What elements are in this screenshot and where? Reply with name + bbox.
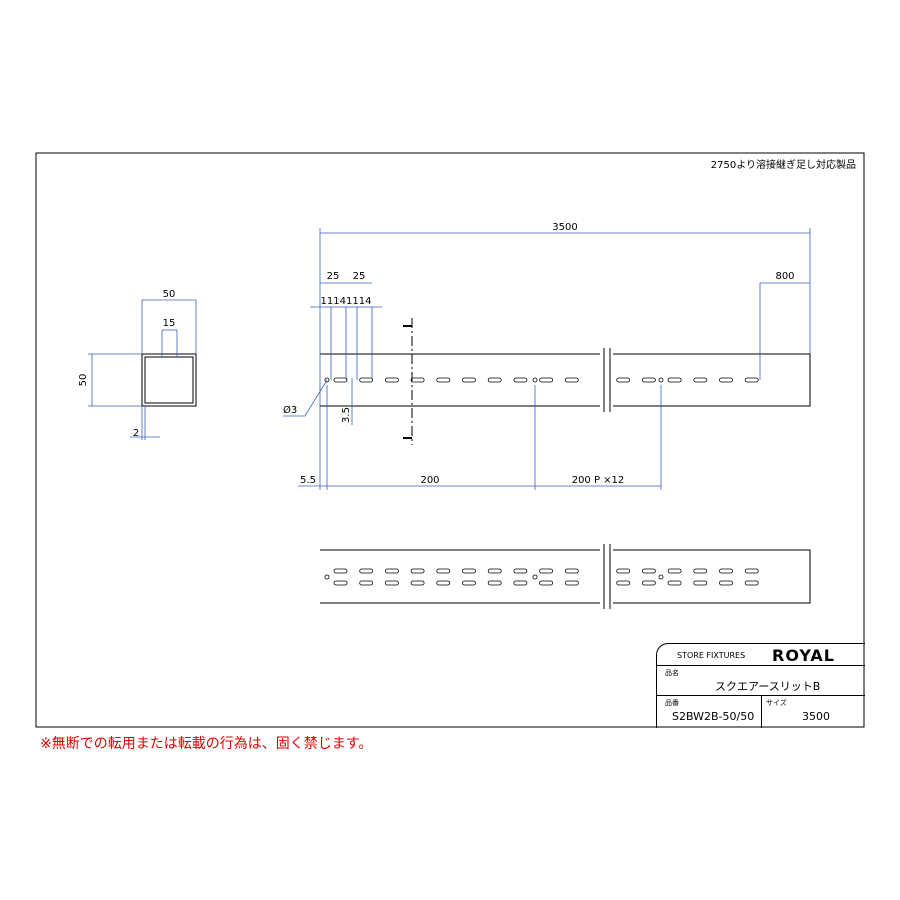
hole — [532, 574, 538, 580]
front-view: 3500 800 25 25 11141114 Ø3 3.5 5.5 200 2… — [283, 222, 811, 490]
end-length-dim: 800 — [775, 271, 794, 282]
drawing-frame — [35, 152, 865, 728]
hole — [532, 377, 538, 383]
name-label: 品名 — [665, 669, 679, 677]
section-height-dim: 50 — [78, 374, 89, 387]
slot — [667, 580, 682, 586]
slot — [667, 377, 682, 383]
slot — [513, 568, 528, 574]
slot — [359, 580, 374, 586]
slot — [384, 377, 399, 383]
slot — [642, 377, 656, 383]
pitch-dim-1: 25 — [327, 271, 340, 282]
slot — [487, 377, 502, 383]
slot — [487, 580, 502, 586]
product-name: スクエアースリットB — [715, 680, 821, 693]
hole-pitch-dim: 200 P ×12 — [572, 475, 625, 486]
slot — [410, 580, 425, 586]
hole — [324, 377, 330, 383]
thickness-dim: 2 — [133, 428, 139, 439]
cross-section: 50 15 50 2 — [78, 289, 197, 440]
copyright-notice: ※無断での転用または転載の行為は、固く禁じます。 — [40, 736, 373, 752]
pitch-dim-2: 25 — [353, 271, 366, 282]
overall-length-dim: 3500 — [552, 222, 577, 233]
slot — [642, 568, 656, 574]
slot — [642, 580, 656, 586]
top-note: 2750より溶接継ぎ足し対応製品 — [711, 158, 856, 171]
slot — [513, 377, 528, 383]
brand-logo: ROYAL — [772, 646, 835, 665]
slot — [513, 580, 528, 586]
slot — [539, 580, 553, 586]
edge-dim: 5.5 — [300, 475, 316, 486]
slot — [719, 580, 733, 586]
slot — [384, 568, 399, 574]
slot — [436, 580, 451, 586]
slot — [410, 568, 425, 574]
slot — [359, 377, 374, 383]
slot — [462, 377, 476, 383]
slot — [693, 568, 708, 574]
slot — [564, 377, 579, 383]
slot — [487, 568, 502, 574]
slot — [564, 568, 579, 574]
slot — [667, 568, 682, 574]
product-size: 3500 — [802, 710, 830, 723]
slot — [539, 377, 553, 383]
slot — [693, 377, 708, 383]
size-label: サイズ — [766, 699, 787, 707]
slot — [616, 568, 631, 574]
slot — [744, 377, 759, 383]
slot — [564, 580, 579, 586]
slot-width-dim: 3.5 — [341, 407, 352, 423]
slot-dims: 11141114 — [321, 296, 372, 307]
slot — [462, 568, 476, 574]
slot — [333, 377, 348, 383]
slot — [333, 580, 348, 586]
slot — [359, 568, 374, 574]
hole-dim: Ø3 — [283, 404, 297, 416]
hole — [658, 574, 664, 580]
product-code: S2BW2B-50/50 — [672, 710, 755, 723]
slot — [616, 377, 631, 383]
slot — [719, 377, 733, 383]
slot — [462, 580, 476, 586]
slot — [410, 377, 425, 383]
hole — [324, 574, 330, 580]
slot — [744, 580, 759, 586]
section-slot-dim: 15 — [163, 318, 176, 329]
slot — [539, 568, 553, 574]
section-width-dim: 50 — [163, 289, 176, 300]
slot — [744, 568, 759, 574]
slot — [436, 377, 451, 383]
slot — [693, 580, 708, 586]
code-label: 品番 — [665, 699, 679, 707]
hole — [658, 377, 664, 383]
slot — [384, 580, 399, 586]
company-sub: STORE FIXTURES — [677, 651, 746, 660]
title-block: STORE FIXTURES ROYAL 品名 スクエアースリットB 品番 S2… — [656, 643, 865, 728]
slot — [616, 580, 631, 586]
slot — [719, 568, 733, 574]
slot — [333, 568, 348, 574]
rear-view — [320, 544, 811, 609]
first-hole-dim: 200 — [420, 475, 439, 486]
slot — [436, 568, 451, 574]
